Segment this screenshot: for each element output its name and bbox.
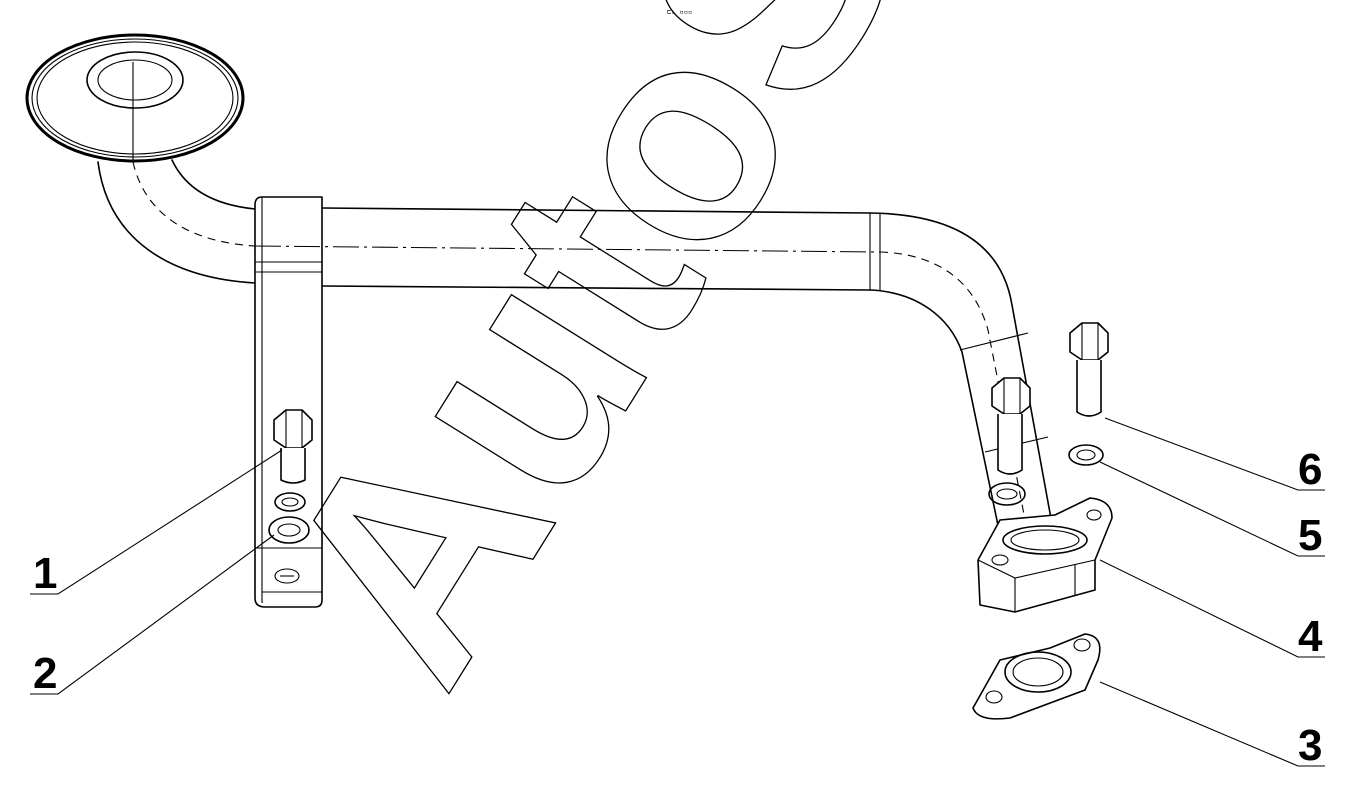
pipe-horizontal [254,207,881,291]
gasket [972,633,1101,720]
bolt-left [273,409,313,484]
outlet-flange [977,497,1113,613]
washer-left-upper [274,492,306,512]
callout-1: 1 [33,549,57,598]
washer-left-lower [268,516,310,544]
leader-lines [30,417,1325,767]
callout-4: 4 [1298,612,1323,661]
header-mark: ⊏ₒ ▫▫▫ [667,8,692,16]
washer-flange-right [1068,444,1104,466]
pipe-left-bend [97,159,256,284]
callout-3: 3 [1298,721,1322,770]
callout-6: 6 [1298,445,1322,494]
callout-5: 5 [1298,511,1322,560]
callout-2: 2 [33,649,57,698]
watermark: AutoSoft [214,0,1170,734]
bolt-flange-left [991,377,1031,475]
oil-strainer [25,33,245,163]
pipe-right-bend [869,212,1055,536]
bolt-flange-right [1069,322,1109,417]
washer-flange-left [988,482,1026,506]
